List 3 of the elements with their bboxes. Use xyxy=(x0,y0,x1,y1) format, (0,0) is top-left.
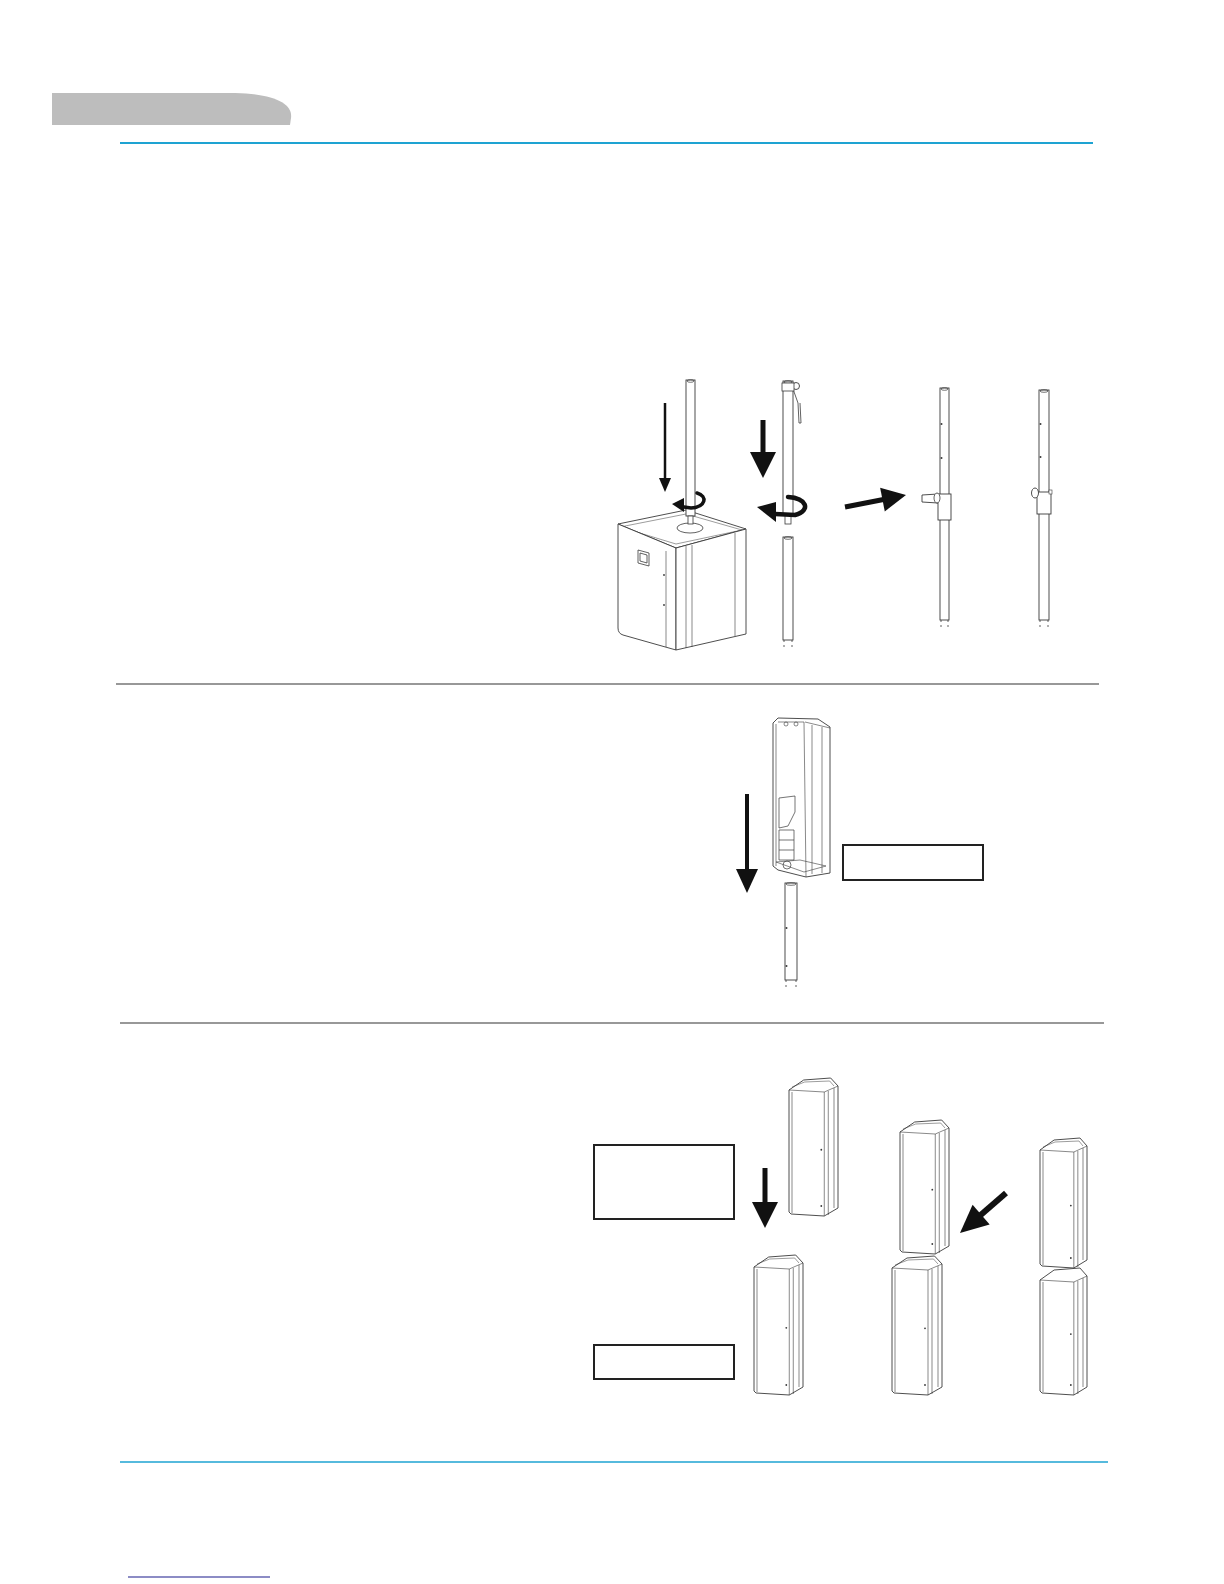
empty-label-box xyxy=(842,844,984,881)
empty-label-box xyxy=(593,1344,735,1380)
empty-label-box xyxy=(593,1144,735,1220)
